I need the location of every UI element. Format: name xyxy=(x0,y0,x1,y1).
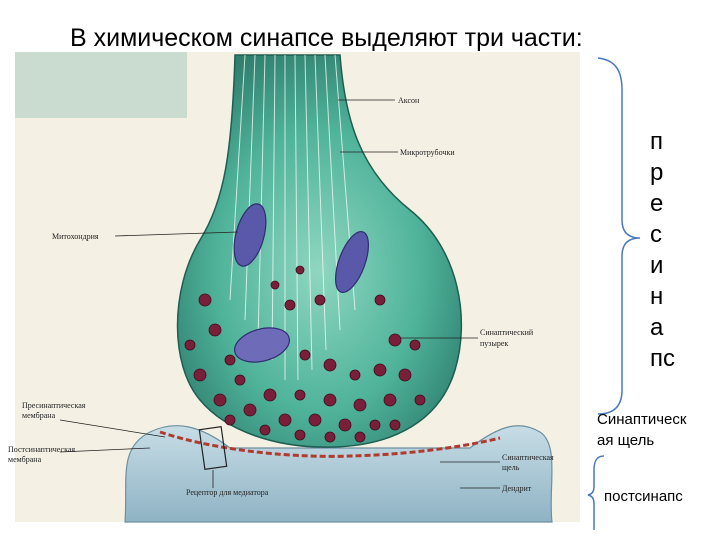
label-vesicle-1: Синаптический xyxy=(480,328,534,337)
label-dendrite: Дендрит xyxy=(502,484,532,493)
synaptic-membrane xyxy=(159,430,501,458)
leader-lines xyxy=(59,99,500,489)
figure-corner-patch xyxy=(15,52,187,118)
presynapse-letter: п xyxy=(650,128,663,155)
label-vesicle-2: пузырек xyxy=(480,339,508,348)
mitochondrion-center xyxy=(234,327,290,363)
label-axon: Аксон xyxy=(398,96,420,105)
cleft-label-line2: ая щель xyxy=(597,432,655,449)
presynapse-vertical-label: п р е с и н а пс xyxy=(650,126,680,374)
postsynapse-label: постсинапс xyxy=(604,488,683,505)
label-cleft-2: щель xyxy=(502,463,520,472)
mitochondrion-left xyxy=(233,203,267,267)
synaptic-vesicles xyxy=(184,265,426,443)
label-microtubules: Микротрубочки xyxy=(400,148,455,157)
presynapse-letter: н xyxy=(650,283,664,310)
label-mitochondria: Митохондрия xyxy=(52,232,99,241)
mitochondrion-right xyxy=(334,231,370,293)
presynapse-letter: р xyxy=(650,159,664,186)
presynapse-letter: и xyxy=(650,252,664,279)
label-receptor: Рецептор для медиатора xyxy=(186,488,269,497)
label-post-membrane-2: мембрана xyxy=(8,455,42,464)
presynapse-letter: с xyxy=(650,221,662,248)
label-cleft-1: Синаптическая xyxy=(502,453,554,462)
slide-title: В химическом синапсе выделяют три части: xyxy=(70,24,583,52)
label-pre-membrane-2: мембрана xyxy=(22,411,56,420)
label-pre-membrane-1: Пресинаптическая xyxy=(22,401,86,410)
presynapse-letter: а xyxy=(650,314,664,341)
presynapse-letter: е xyxy=(650,190,664,217)
presynapse-brace xyxy=(597,57,641,415)
presynapse-letter: пс xyxy=(650,345,675,372)
postsynapse-brace xyxy=(587,455,605,530)
cleft-label-line1: Синаптическ xyxy=(597,411,687,428)
receptor-box xyxy=(198,425,228,471)
label-post-membrane-1: Постсинаптическая xyxy=(8,445,75,454)
